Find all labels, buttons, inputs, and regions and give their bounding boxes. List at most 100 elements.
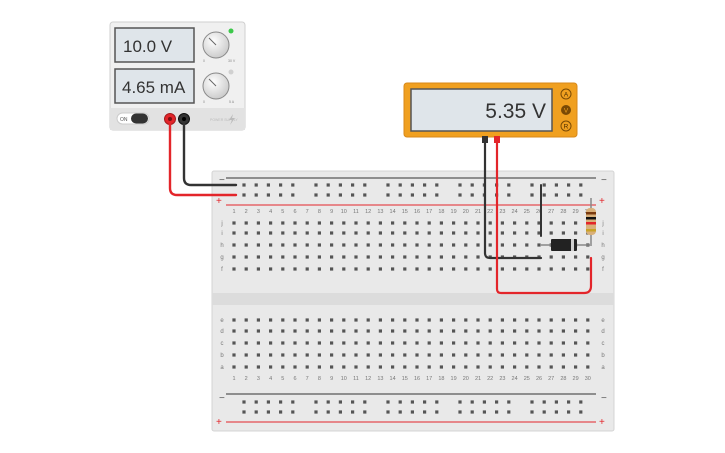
terminal-hole[interactable]: [452, 318, 456, 322]
terminal-hole[interactable]: [476, 243, 480, 247]
rail-hole[interactable]: [338, 400, 342, 404]
terminal-hole[interactable]: [500, 353, 504, 357]
terminal-hole[interactable]: [354, 255, 358, 259]
terminal-hole[interactable]: [574, 231, 578, 235]
terminal-hole[interactable]: [391, 243, 395, 247]
rail-hole[interactable]: [291, 183, 295, 187]
terminal-hole[interactable]: [476, 255, 480, 259]
terminal-hole[interactable]: [342, 341, 346, 345]
terminal-hole[interactable]: [537, 221, 541, 225]
terminal-hole[interactable]: [232, 353, 236, 357]
terminal-hole[interactable]: [427, 318, 431, 322]
terminal-hole[interactable]: [378, 318, 382, 322]
terminal-hole[interactable]: [549, 221, 553, 225]
terminal-hole[interactable]: [391, 329, 395, 333]
rail-hole[interactable]: [386, 193, 390, 197]
rail-hole[interactable]: [579, 400, 583, 404]
terminal-hole[interactable]: [439, 243, 443, 247]
rail-hole[interactable]: [567, 193, 571, 197]
rail-hole[interactable]: [254, 183, 258, 187]
terminal-hole[interactable]: [561, 365, 565, 369]
rail-hole[interactable]: [398, 183, 402, 187]
rail-hole[interactable]: [507, 410, 511, 414]
breadboard[interactable]: − + − + − + − + 112233445566778899101011…: [211, 170, 615, 432]
rail-hole[interactable]: [363, 400, 367, 404]
rail-hole[interactable]: [458, 193, 462, 197]
terminal-hole[interactable]: [269, 318, 273, 322]
terminal-hole[interactable]: [452, 255, 456, 259]
terminal-hole[interactable]: [269, 255, 273, 259]
terminal-hole[interactable]: [293, 341, 297, 345]
rail-hole[interactable]: [351, 193, 355, 197]
terminal-hole[interactable]: [500, 365, 504, 369]
wires[interactable]: [168, 122, 593, 295]
terminal-hole[interactable]: [269, 221, 273, 225]
terminal-hole[interactable]: [305, 365, 309, 369]
terminal-hole[interactable]: [500, 221, 504, 225]
terminal-hole[interactable]: [293, 365, 297, 369]
terminal-hole[interactable]: [378, 365, 382, 369]
rail-hole[interactable]: [567, 400, 571, 404]
terminal-hole[interactable]: [269, 341, 273, 345]
rail-hole[interactable]: [338, 193, 342, 197]
rail-hole[interactable]: [386, 183, 390, 187]
terminal-hole[interactable]: [488, 353, 492, 357]
terminal-hole[interactable]: [330, 231, 334, 235]
terminal-hole[interactable]: [330, 221, 334, 225]
terminal-hole[interactable]: [415, 353, 419, 357]
rail-hole[interactable]: [314, 410, 318, 414]
terminal-hole[interactable]: [403, 341, 407, 345]
terminal-hole[interactable]: [415, 243, 419, 247]
terminal-hole[interactable]: [256, 365, 260, 369]
terminal-hole[interactable]: [452, 231, 456, 235]
terminal-hole[interactable]: [525, 221, 529, 225]
terminal-hole[interactable]: [391, 318, 395, 322]
rail-hole[interactable]: [326, 193, 330, 197]
rail-hole[interactable]: [266, 400, 270, 404]
terminal-hole[interactable]: [574, 341, 578, 345]
terminal-hole[interactable]: [305, 318, 309, 322]
terminal-hole[interactable]: [574, 267, 578, 271]
rail-hole[interactable]: [398, 400, 402, 404]
rail-hole[interactable]: [567, 183, 571, 187]
terminal-hole[interactable]: [561, 231, 565, 235]
rail-hole[interactable]: [398, 193, 402, 197]
terminal-hole[interactable]: [269, 243, 273, 247]
terminal-hole[interactable]: [586, 255, 590, 259]
rail-hole[interactable]: [458, 400, 462, 404]
rail-hole[interactable]: [242, 193, 246, 197]
terminal-hole[interactable]: [378, 255, 382, 259]
terminal-hole[interactable]: [525, 353, 529, 357]
terminal-hole[interactable]: [464, 267, 468, 271]
terminal-hole[interactable]: [476, 267, 480, 271]
terminal-hole[interactable]: [537, 353, 541, 357]
rail-hole[interactable]: [386, 400, 390, 404]
rail-hole[interactable]: [254, 193, 258, 197]
terminal-hole[interactable]: [330, 267, 334, 271]
multimeter-red-probe-wire[interactable]: [495, 138, 593, 295]
terminal-hole[interactable]: [586, 267, 590, 271]
terminal-hole[interactable]: [281, 341, 285, 345]
terminal-hole[interactable]: [513, 341, 517, 345]
terminal-hole[interactable]: [354, 329, 358, 333]
terminal-hole[interactable]: [281, 365, 285, 369]
terminal-hole[interactable]: [366, 243, 370, 247]
terminal-hole[interactable]: [232, 243, 236, 247]
terminal-hole[interactable]: [549, 353, 553, 357]
terminal-hole[interactable]: [464, 341, 468, 345]
terminal-hole[interactable]: [427, 341, 431, 345]
terminal-hole[interactable]: [391, 365, 395, 369]
rail-hole[interactable]: [554, 183, 558, 187]
terminal-hole[interactable]: [488, 365, 492, 369]
terminal-hole[interactable]: [586, 318, 590, 322]
terminal-hole[interactable]: [513, 318, 517, 322]
rail-hole[interactable]: [579, 193, 583, 197]
terminal-hole[interactable]: [354, 353, 358, 357]
terminal-hole[interactable]: [561, 221, 565, 225]
terminal-hole[interactable]: [415, 255, 419, 259]
terminal-hole[interactable]: [244, 243, 248, 247]
terminal-hole[interactable]: [403, 231, 407, 235]
terminal-hole[interactable]: [500, 318, 504, 322]
terminal-hole[interactable]: [439, 221, 443, 225]
terminal-hole[interactable]: [244, 231, 248, 235]
